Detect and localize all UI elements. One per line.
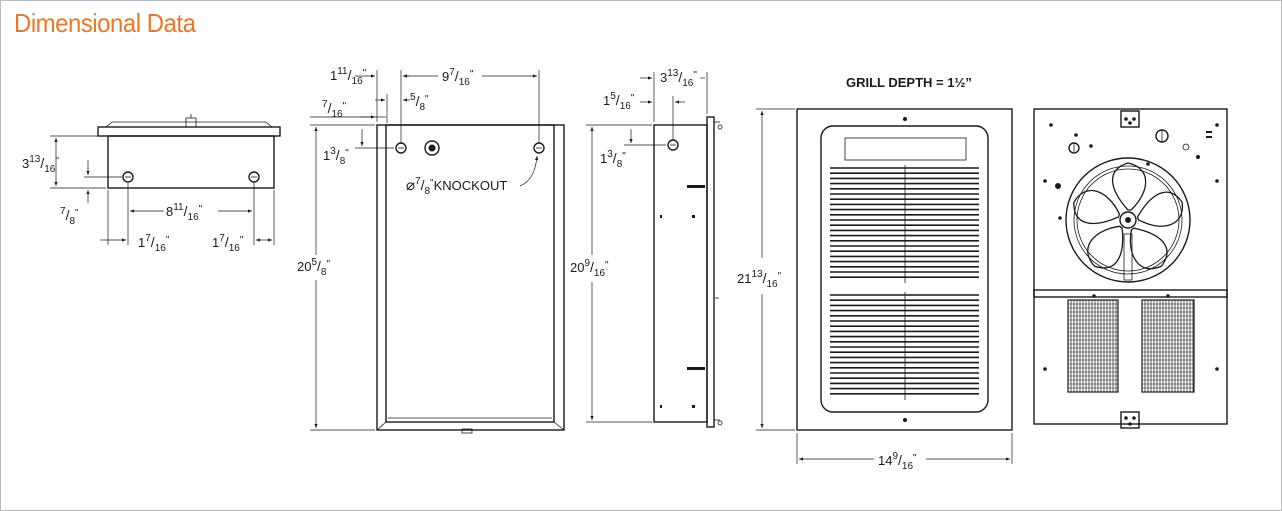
knockout-label: ⌀7/8"KNOCKOUT — [406, 176, 507, 197]
switch-knob — [1068, 142, 1080, 154]
side-view-box — [653, 124, 708, 423]
knockout-text: KNOCKOUT — [434, 178, 508, 193]
grill-depth-label: GRILL DEPTH = 1½” — [846, 75, 972, 90]
grill-frame — [796, 108, 1013, 431]
dim-front-hole-top: 97/16" — [442, 67, 474, 88]
bottom-bracket — [1120, 411, 1140, 429]
dim-side-hole-drop: 13/8" — [600, 149, 626, 170]
top-bracket — [1120, 110, 1140, 128]
heating-element-right — [1141, 299, 1195, 393]
dim-side-hole: 15/16" — [603, 91, 635, 112]
top-view-box — [107, 135, 275, 189]
fan-hub — [1119, 211, 1137, 229]
heating-element-left — [1067, 299, 1119, 393]
dim-top-offset: 7/8" — [60, 206, 79, 227]
dim-top-hole-span: 811/16" — [166, 202, 203, 223]
grill-display-window — [844, 137, 967, 161]
front-view-outer — [376, 124, 565, 431]
side-view-flange — [706, 116, 715, 428]
front-view: 111/16" 97/16" 7/16" 5/8" 13/8" — [297, 66, 565, 434]
grill-view: GRILL DEPTH = 1½” 2113/16" 149/16" — [737, 75, 1013, 472]
dim-grill-height: 2113/16" — [737, 269, 782, 290]
dim-top-right-edge: 17/16" — [212, 233, 244, 254]
page-title: Dimensional Data — [14, 8, 196, 38]
fan-blades — [1073, 162, 1183, 270]
dim-top-height: 313/16" — [22, 154, 59, 175]
dim-side-depth: 313/16" — [660, 68, 697, 89]
grill-face — [820, 125, 989, 413]
top-view-terminal — [185, 117, 197, 128]
internal-view — [1033, 108, 1228, 429]
top-view-hole-right — [248, 171, 260, 183]
dim-side-height: 209/16" — [570, 258, 609, 279]
dim-front-flange: 111/16" — [330, 66, 367, 87]
knockout-hole — [424, 140, 440, 156]
dim-front-hole-left: 5/8" — [410, 92, 429, 113]
dim-front-height: 205/8" — [297, 257, 330, 278]
dim-top-left-edge: 17/16" — [138, 233, 170, 254]
front-view-inner — [385, 124, 555, 423]
top-view: 313/16" 7/8" 811/16" 17/16" 17/16" — [22, 114, 281, 254]
fan-support — [1123, 233, 1133, 281]
dim-front-hole-drop: 13/8" — [323, 146, 349, 167]
fan-housing — [1065, 157, 1191, 283]
top-view-flange — [97, 126, 281, 137]
dim-grill-width: 149/16" — [878, 451, 917, 472]
dim-front-flange-thick: 7/16" — [322, 99, 347, 120]
grill-louvers-lower — [830, 294, 979, 395]
top-view-hole-left — [122, 171, 134, 183]
side-view: 313/16" 15/16" 13/8" 209/16" — [570, 68, 723, 428]
grill-louvers-upper — [830, 167, 979, 279]
